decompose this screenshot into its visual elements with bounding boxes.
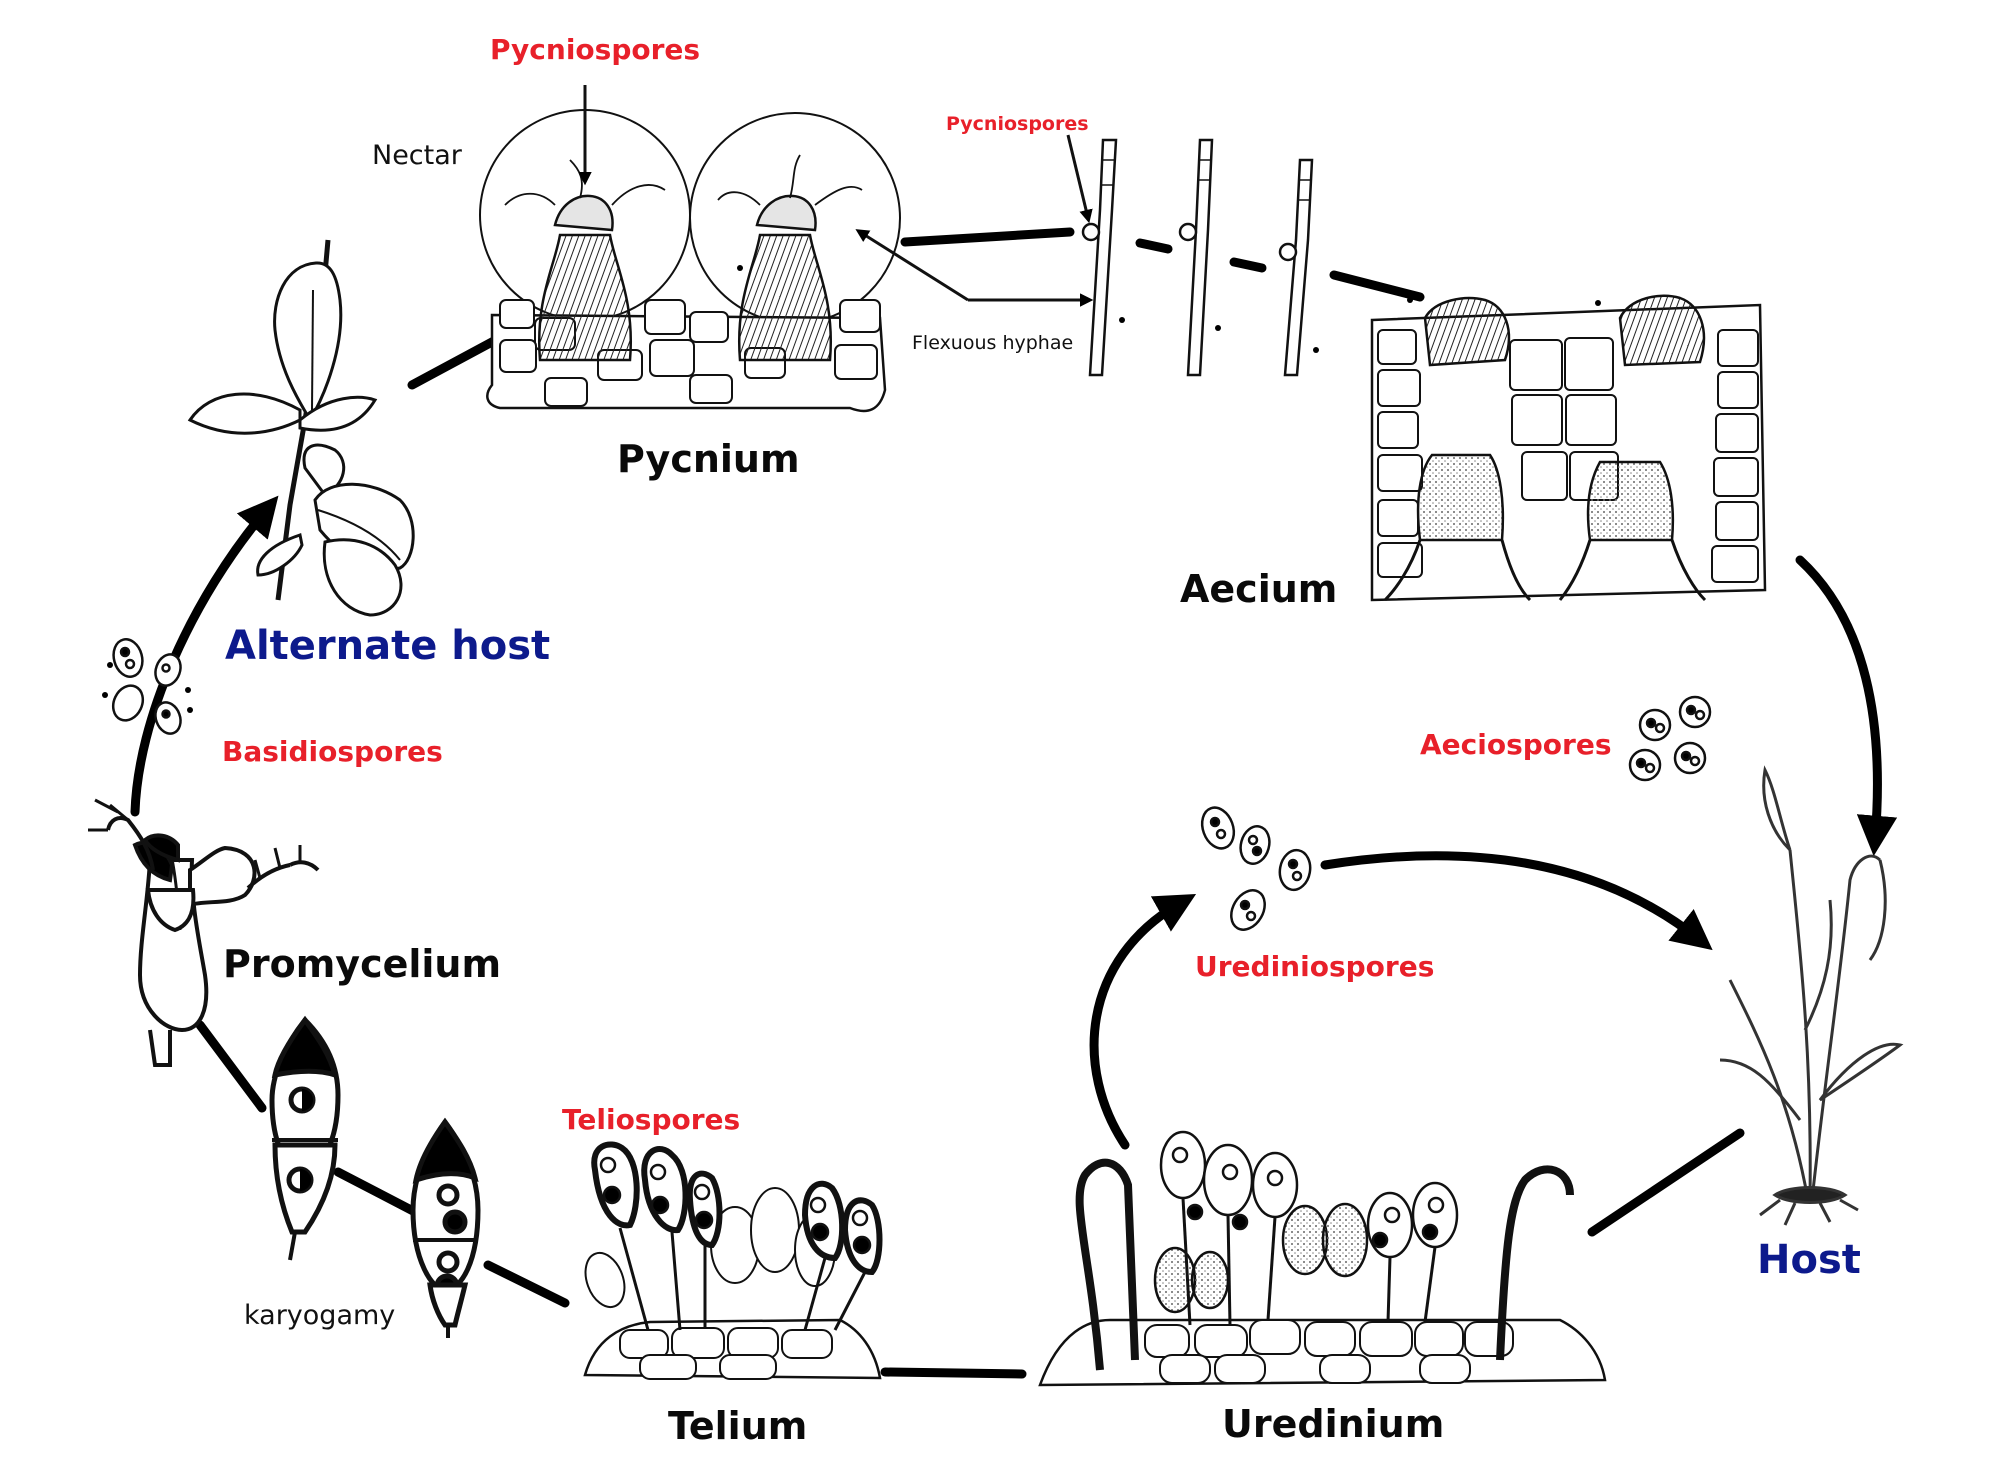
arrow-urediniospores-to-host [1320,851,1713,951]
cycle-connectors [195,227,1745,1379]
telium-label: Telium [668,1404,808,1448]
pycniospores-hyphae-label: Pycniospores [946,113,1089,135]
basidiospores-label: Basidiospores [222,735,443,768]
teliospores-label: Teliospores [562,1103,741,1136]
connector-alternate-host-to-pycnium [407,330,510,390]
flexuous-hyphae-label: Flexuous hyphae [912,332,1074,354]
basidiospores-illustration [111,638,182,735]
connector-host-to-uredinium [1587,1128,1745,1237]
pycnium-label: Pycnium [617,437,800,481]
connector-promycelium-to-teliospore [195,1020,267,1113]
promycelium-label: Promycelium [223,942,502,986]
aecium-illustration [1370,294,1767,602]
pycniospores-label: Pycniospores [490,33,701,66]
promycelium-illustration [88,798,320,1067]
decorative-spore-dots [102,265,1601,713]
urediniospores-label: Urediniospores [1195,950,1435,983]
arrow-uredinium-to-urediniospores [1089,893,1197,1150]
connector-teliospores-link [333,1167,420,1217]
teliospores-karyogamy-illustration [269,1015,481,1338]
flexuous-hyphae-pointer [855,229,969,302]
alternate-host-label: Alternate host [225,623,551,669]
flexuous-hyphae-illustration [1066,134,1314,377]
aeciospores-illustration [1628,695,1712,782]
connector-hyphae-segment-2 [1229,257,1267,273]
connector-hyphae-segment-1 [1135,238,1173,254]
karyogamy-label: karyogamy [244,1300,396,1331]
connector-pycnium-to-hyphae [900,227,1075,247]
nectar-label: Nectar [372,140,462,171]
connector-uredinium-to-telium [880,1367,1027,1379]
pycnium-illustration [479,85,1094,413]
cycle-arrows [130,495,1898,1150]
aecium-label: Aecium [1180,567,1338,611]
urediniospores-illustration [1200,806,1312,931]
uredinium-label: Uredinium [1222,1402,1445,1446]
connector-hyphae-to-aecium [1329,270,1425,302]
telium-illustration [583,1141,883,1380]
uredinium-illustration [1038,1130,1607,1387]
aeciospores-label: Aeciospores [1420,728,1612,761]
host-plant-illustration [1719,765,1904,1226]
alternate-host-plant-illustration [187,239,415,617]
arrow-aecium-to-host [1795,555,1898,857]
connector-telium-to-teliospore [483,1260,570,1308]
host-label: Host [1757,1237,1861,1283]
